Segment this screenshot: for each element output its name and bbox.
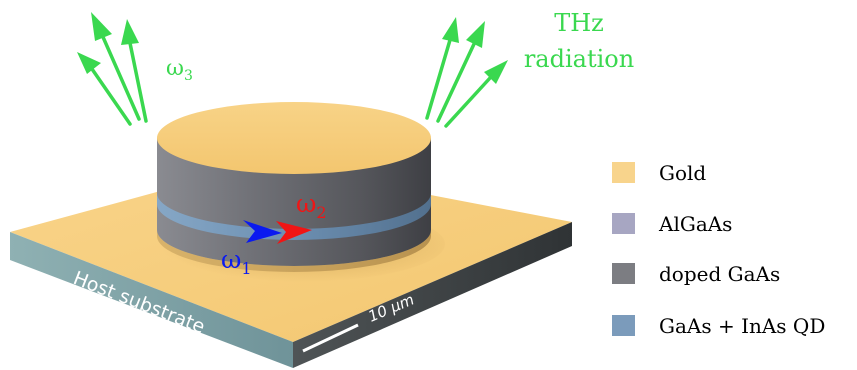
micropillar xyxy=(157,102,431,266)
mode-arrows xyxy=(243,220,312,244)
omega1-label: ω1 xyxy=(221,245,252,278)
substrate-right-face xyxy=(293,222,572,368)
legend-item-algaas: AlGaAs xyxy=(612,212,732,236)
omega2-arrow xyxy=(276,221,312,244)
legend-swatch-gaas-inas-qd xyxy=(612,315,635,336)
legend-item-doped-gaas: doped GaAs xyxy=(612,262,780,286)
legend-label-doped-gaas: doped GaAs xyxy=(659,262,780,286)
legend-item-gaas-inas-qd: GaAs + InAs QD xyxy=(612,314,825,338)
thz-label-line1: THz xyxy=(554,9,604,37)
omega1-arrow xyxy=(243,220,282,243)
legend-label-algaas: AlGaAs xyxy=(658,212,732,236)
pillar-bottom-rim xyxy=(157,230,431,272)
substrate-front-face xyxy=(10,232,293,368)
legend-item-gold: Gold xyxy=(612,161,706,185)
omega2-label: ω2 xyxy=(296,189,327,222)
legend-swatch-algaas xyxy=(612,213,635,234)
legend-label-gaas-inas-qd: GaAs + InAs QD xyxy=(659,314,825,338)
qd-layer-band xyxy=(157,193,431,240)
omega3-radiation-arrows xyxy=(77,12,148,126)
legend: Gold AlGaAs doped GaAs GaAs + InAs QD xyxy=(612,161,825,338)
scale-bar-line xyxy=(302,323,359,353)
legend-swatch-gold xyxy=(612,162,635,183)
thz-radiation-arrows xyxy=(425,17,508,128)
legend-label-gold: Gold xyxy=(659,161,706,185)
legend-swatch-doped-gaas xyxy=(612,263,635,284)
thz-label-line2: radiation xyxy=(524,45,634,73)
omega3-label: ω3 xyxy=(166,56,193,84)
gold-top-contact xyxy=(157,102,431,174)
